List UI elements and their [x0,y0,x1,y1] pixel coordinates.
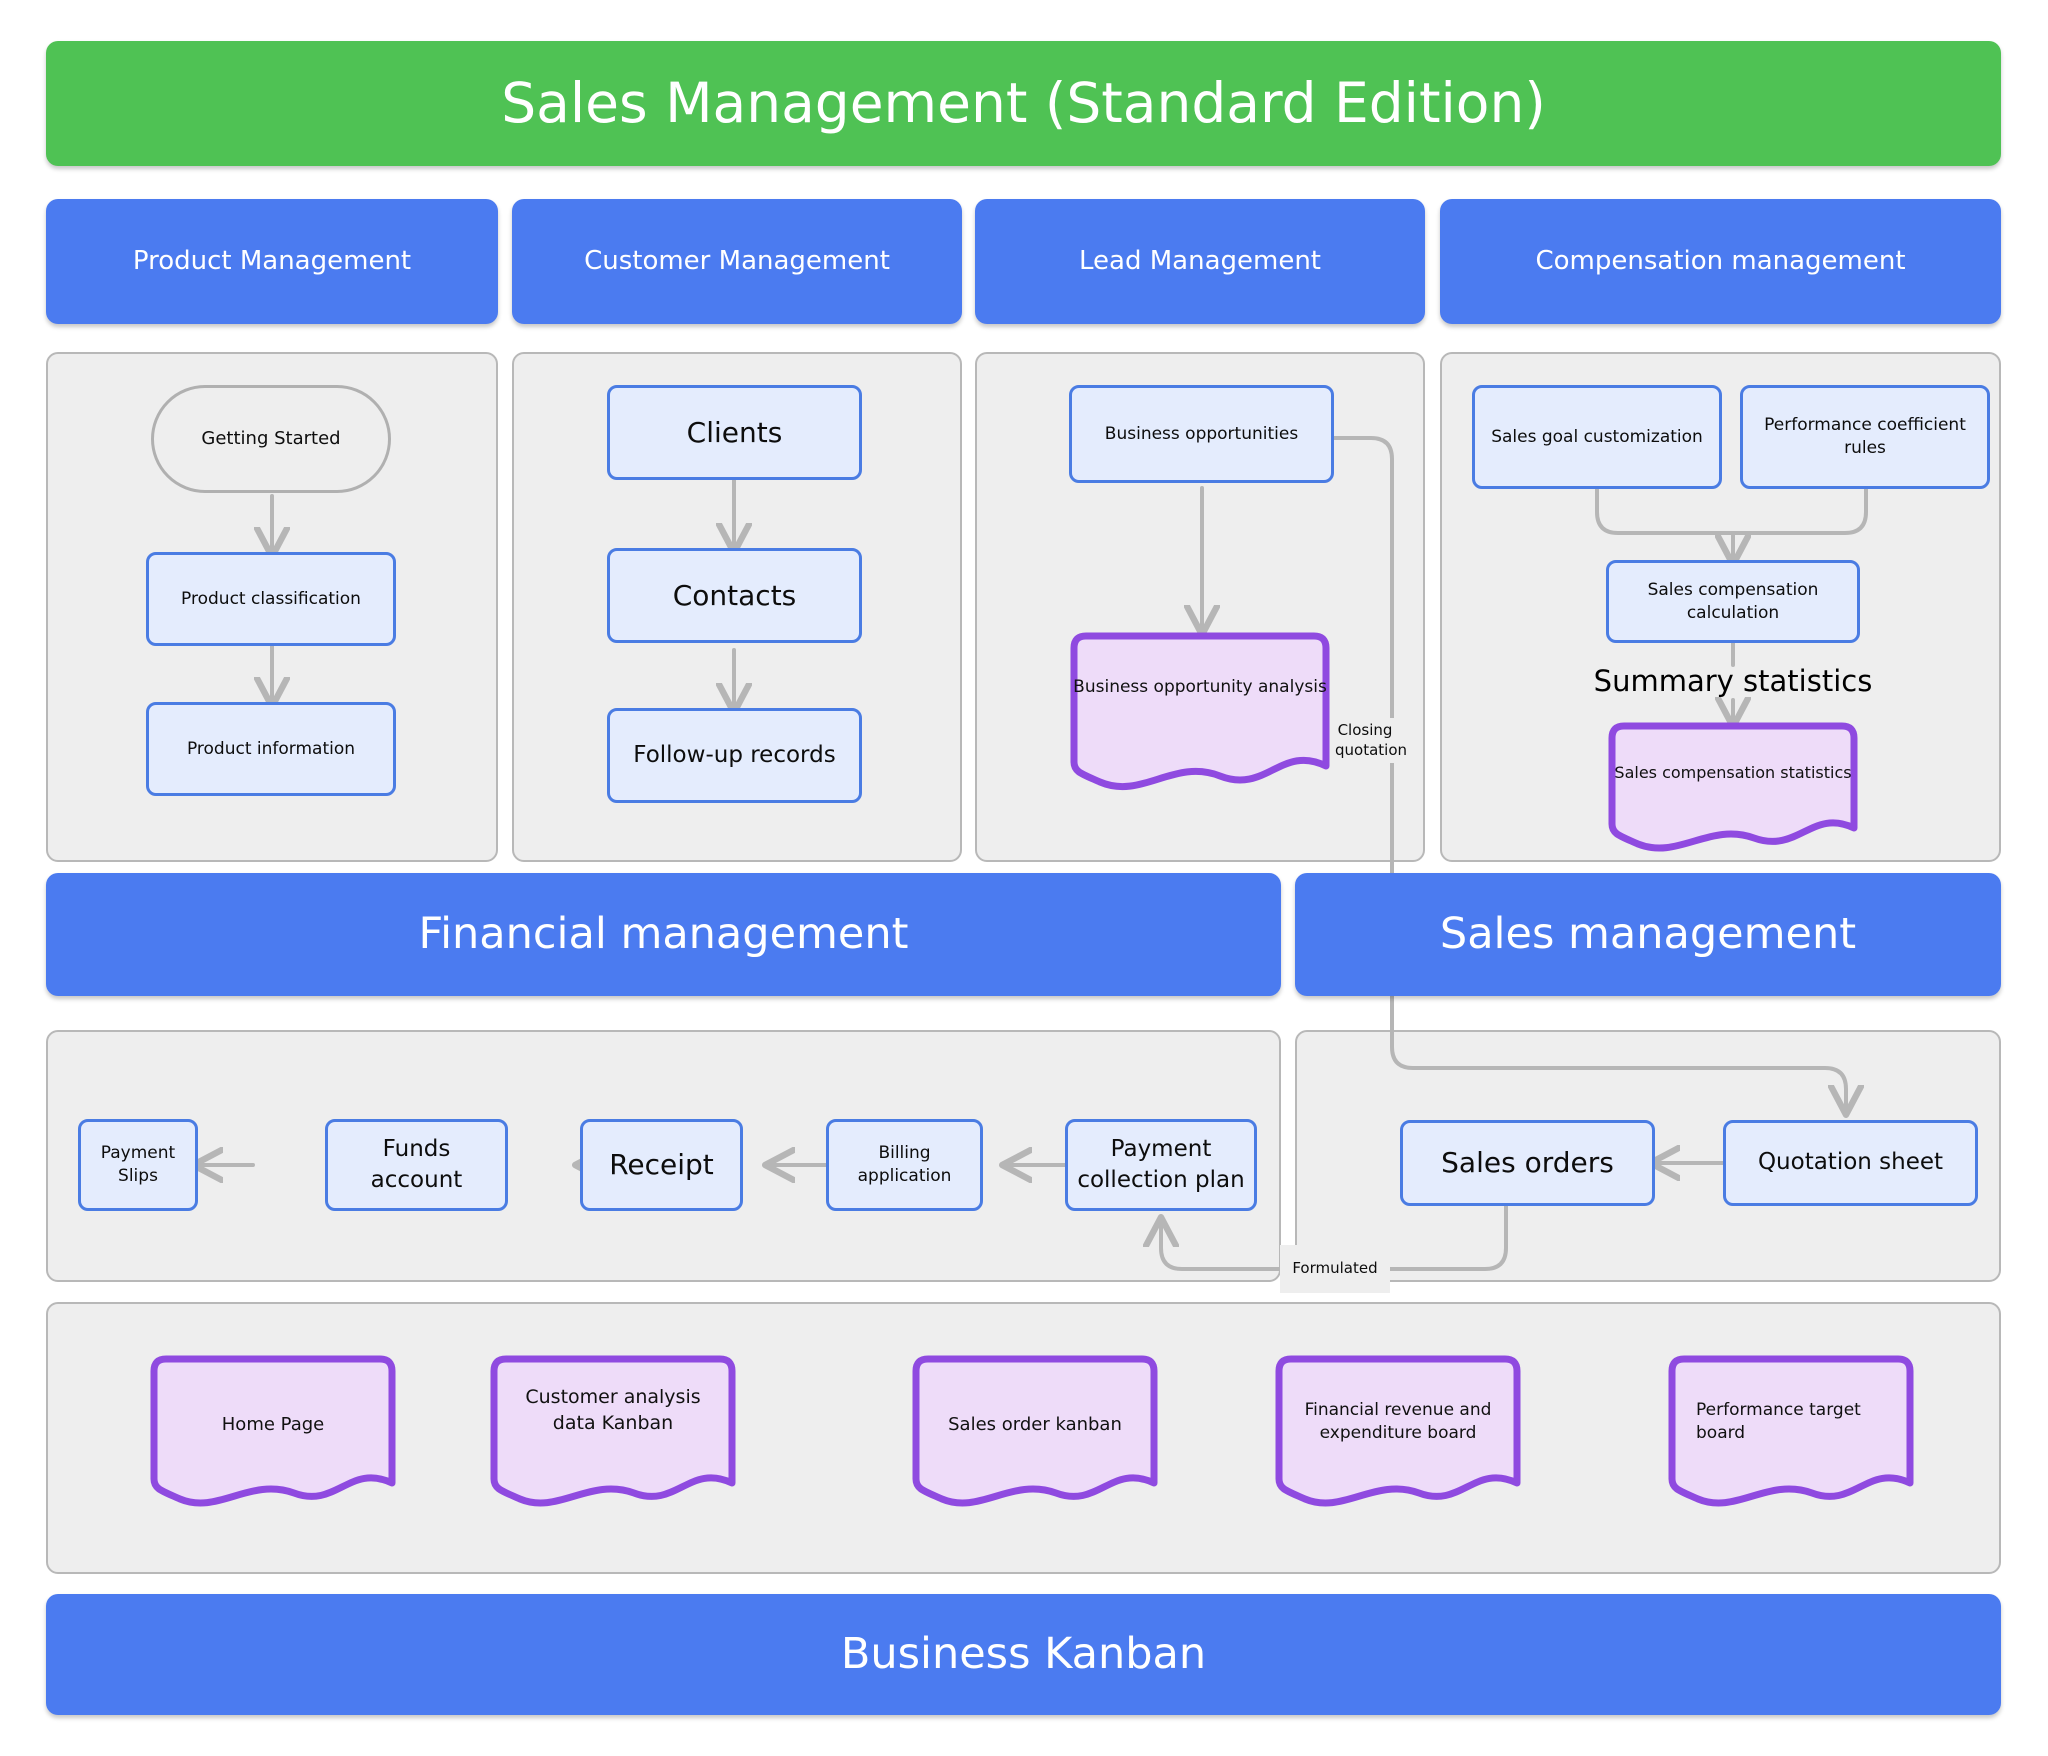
doc-performance-target-board[interactable]: Performance target board [1668,1355,1914,1510]
node-label: Clients [686,415,783,449]
edge-label-closing-quotation: Closing quotation [1330,718,1407,763]
doc-label: Customer analysis data Kanban [525,1386,701,1434]
node-product-classification[interactable]: Product classification [146,552,396,646]
node-label: Payment Slips [100,1143,176,1186]
node-sales-compensation-calculation[interactable]: Sales compensation calculation [1606,560,1860,643]
doc-sales-compensation-statistics[interactable]: Sales compensation statistics [1608,722,1858,852]
node-label: Product classification [181,588,361,609]
doc-label: Sales order kanban [948,1414,1122,1435]
doc-label: Performance target board [1696,1400,1861,1443]
section-banner-label: Product Management [132,246,412,277]
node-billing-application[interactable]: Billing application [826,1119,983,1211]
node-quotation-sheet[interactable]: Quotation sheet [1723,1120,1978,1206]
doc-label: Sales compensation statistics [1614,763,1852,782]
node-label: Quotation sheet [1757,1149,1944,1176]
section-banner-product-management[interactable]: Product Management [46,199,498,324]
doc-label: Home Page [221,1414,325,1435]
node-receipt[interactable]: Receipt [580,1119,743,1211]
node-performance-coefficient-rules[interactable]: Performance coefficient rules [1740,385,1990,489]
node-getting-started[interactable]: Getting Started [151,385,391,493]
node-label: Performance coefficient rules [1764,415,1966,458]
title-banner: Sales Management (Standard Edition) [46,41,2001,166]
section-banner-label: Customer Management [584,246,890,277]
doc-business-opportunity-analysis[interactable]: Business opportunity analysis [1070,632,1330,792]
doc-financial-revenue-and-expenditure-board[interactable]: Financial revenue and expenditure board [1275,1355,1521,1510]
node-follow-up-records[interactable]: Follow-up records [607,708,862,803]
section-banner-business-kanban[interactable]: Business Kanban [46,1594,2001,1715]
doc-home-page[interactable]: Home Page [150,1355,396,1510]
edge-label-summary-statistics: Summary statistics [1593,664,1873,698]
node-label: Funds account [370,1135,463,1193]
section-banner-label: Business Kanban [840,1628,1207,1679]
doc-sales-order-kanban[interactable]: Sales order kanban [912,1355,1158,1510]
node-label: Billing application [857,1143,952,1186]
section-banner-label: Compensation management [1535,246,1906,277]
section-banner-label: Financial management [418,908,909,959]
node-label: Getting Started [201,428,341,450]
edge-label-formulated: Formulated [1280,1245,1390,1293]
section-banner-customer-management[interactable]: Customer Management [512,199,962,324]
node-product-information[interactable]: Product information [146,702,396,796]
node-sales-goal-customization[interactable]: Sales goal customization [1472,385,1722,489]
doc-label: Business opportunity analysis [1073,677,1327,697]
node-sales-orders[interactable]: Sales orders [1400,1120,1655,1206]
node-payment-collection-plan[interactable]: Payment collection plan [1065,1119,1257,1211]
section-banner-compensation-management[interactable]: Compensation management [1440,199,2001,324]
node-label: Sales orders [1441,1146,1614,1180]
node-label: Business opportunities [1104,423,1299,444]
section-banner-financial-management[interactable]: Financial management [46,873,1281,996]
node-label: Contacts [672,578,797,612]
doc-label: Financial revenue and expenditure board [1304,1400,1492,1443]
section-banner-label: Sales management [1439,908,1857,959]
node-business-opportunities[interactable]: Business opportunities [1069,385,1334,483]
node-label: Product information [186,738,356,759]
node-label: Sales goal customization [1491,426,1703,447]
node-label: Payment collection plan [1077,1135,1245,1193]
title-banner-label: Sales Management (Standard Edition) [501,71,1546,136]
node-funds-account[interactable]: Funds account [325,1119,508,1211]
node-payment-slips[interactable]: Payment Slips [78,1119,198,1211]
doc-customer-analysis-data-kanban[interactable]: Customer analysis data Kanban [490,1355,736,1510]
node-label: Receipt [609,1148,714,1182]
section-banner-label: Lead Management [1079,246,1321,277]
section-banner-sales-management[interactable]: Sales management [1295,873,2001,996]
section-banner-lead-management[interactable]: Lead Management [975,199,1425,324]
node-label: Sales compensation calculation [1647,579,1819,623]
node-label: Follow-up records [633,741,836,768]
node-contacts[interactable]: Contacts [607,548,862,643]
node-clients[interactable]: Clients [607,385,862,480]
